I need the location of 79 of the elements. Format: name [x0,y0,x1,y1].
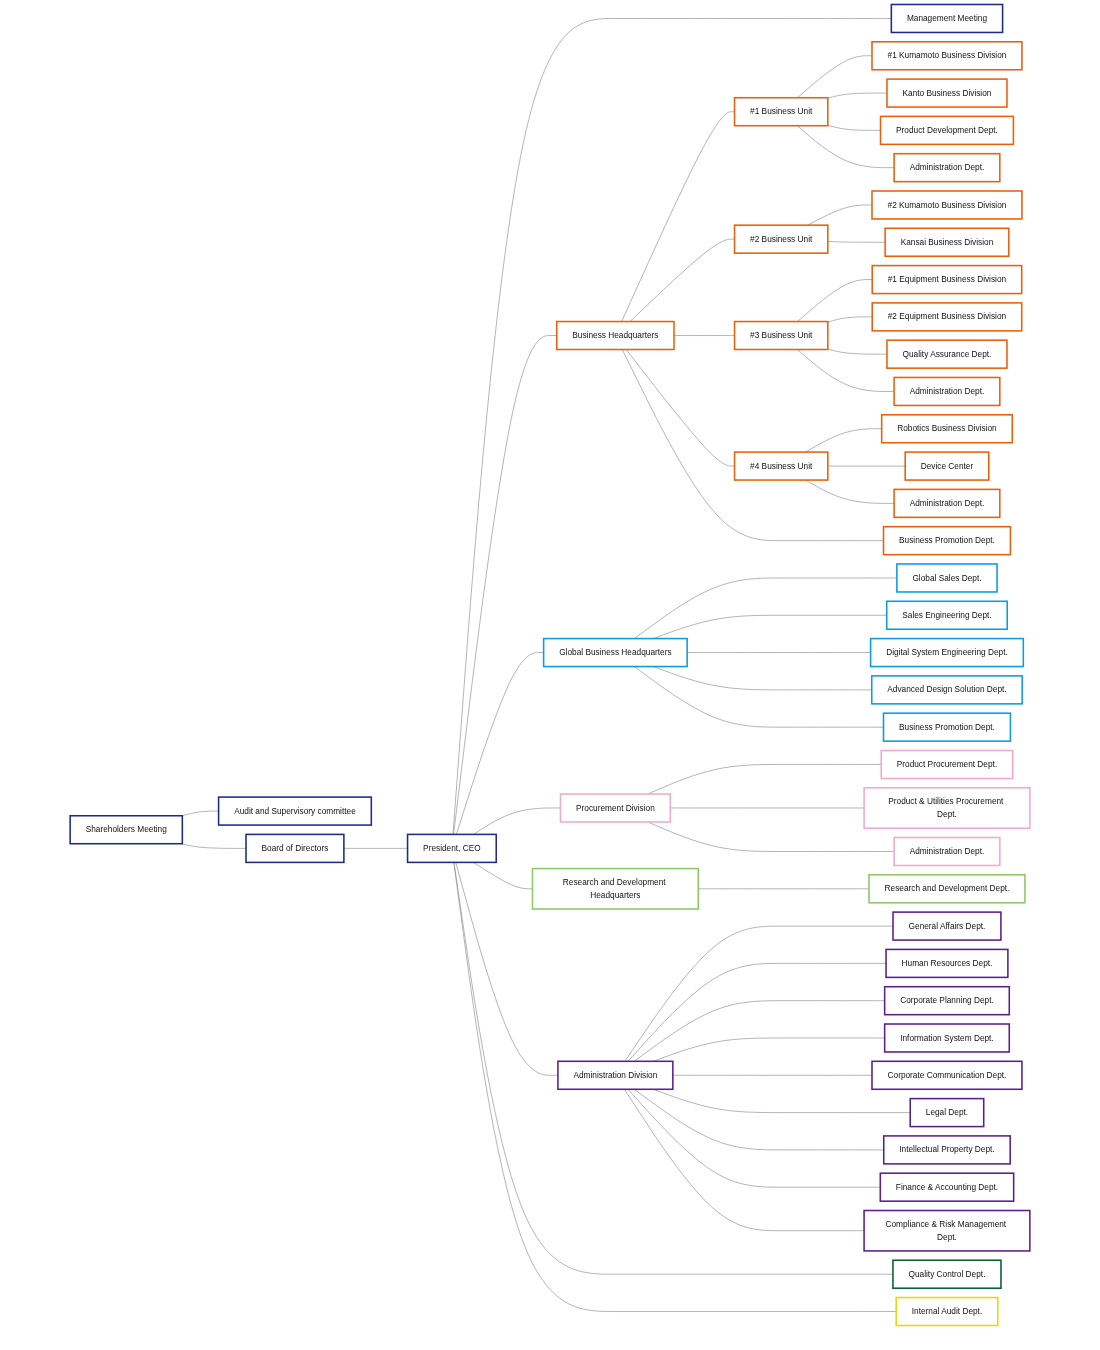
node-box: #3 Business Unit [733,320,829,351]
connector [827,124,881,131]
node-box: Business Headquarters [556,320,675,351]
node-box: Finance & Accounting Dept. [879,1172,1015,1202]
node-box: Procurement Division [559,793,672,823]
node-box: Product Development Dept. [879,115,1015,146]
node-box: Internal Audit Dept. [895,1296,999,1327]
connector [647,821,895,852]
node-box: Human Resources Dept. [885,948,1009,979]
connector [473,807,561,835]
node-box: Research and Development Headquarters [531,867,700,910]
connector [343,848,408,849]
connector [797,125,895,168]
node-box: Shareholders Meeting [69,814,184,845]
connector [181,843,247,849]
node-box: Information System Dept. [883,1023,1011,1053]
connector [624,1088,865,1231]
connector [797,279,873,322]
node-box: Corporate Planning Dept. [883,985,1011,1016]
connector [634,1000,885,1062]
node-box: Kansai Business Division [884,227,1010,258]
node-box: Administration Dept. [893,488,1001,519]
node-box: Administration Dept. [893,836,1001,867]
connector [181,810,219,817]
connector [827,465,906,467]
node-box: Device Center [904,451,990,481]
connector [827,316,873,323]
node-box: Administration Division [557,1060,674,1091]
connector [621,349,884,541]
connector [456,652,544,835]
connector [670,807,865,809]
node-box: Product & Utilities Procurement Dept. [863,787,1031,829]
node-box: Kanto Business Division [886,78,1008,108]
node-box: Business Promotion Dept. [882,712,1012,742]
node-box: Audit and Supervisory committee [217,796,373,826]
node-box: Management Meeting [890,3,1004,34]
node-box: Sales Engineering Dept. [885,600,1008,631]
connector [624,925,894,1062]
node-box: Intellectual Property Dept. [882,1135,1011,1165]
node-box: Compliance & Risk Management Dept. [863,1209,1031,1252]
node-box: Research and Development Dept. [868,874,1026,904]
node-box: #2 Kumamoto Business Division [871,190,1023,220]
connector [473,862,533,890]
node-box: Board of Directors [245,833,345,864]
node-box: President, CEO [406,833,497,864]
node-box: #1 Equipment Business Division [871,264,1023,295]
node-box: Business Promotion Dept. [882,525,1012,556]
node-box: General Affairs Dept. [892,911,1002,941]
node-box: Quality Control Dept. [892,1259,1002,1289]
node-box: Global Sales Dept. [896,563,998,593]
connector [805,428,882,453]
node-box: #2 Equipment Business Division [871,302,1023,332]
node-box: Robotics Business Division [880,414,1014,444]
connector [627,1088,881,1188]
connector [672,1075,873,1076]
connector [621,111,735,322]
connector [629,238,735,322]
node-box: #1 Business Unit [733,96,829,127]
node-box: Advanced Design Solution Dept. [870,675,1023,705]
node-box: #4 Business Unit [733,451,829,481]
connector [634,666,884,728]
connector [797,349,895,392]
connector [797,55,873,99]
node-box: Administration Dept. [893,152,1001,183]
node-box: Product Procurement Dept. [880,749,1014,780]
node-box: Legal Dept. [909,1097,985,1128]
connector [452,18,892,835]
node-box: #2 Business Unit [733,224,829,254]
connector [805,479,895,504]
node-box: Global Business Headquarters [542,637,688,668]
node-box: Administration Dept. [893,376,1001,407]
node-box: Digital System Engineering Dept. [869,637,1025,668]
node-box: Corporate Communication Dept. [871,1060,1023,1091]
connector [807,204,873,226]
node-box: #1 Kumamoto Business Division [871,41,1023,71]
node-box: Quality Assurance Dept. [886,339,1008,369]
connector [627,963,887,1062]
connector [625,349,735,467]
connector [827,241,886,243]
